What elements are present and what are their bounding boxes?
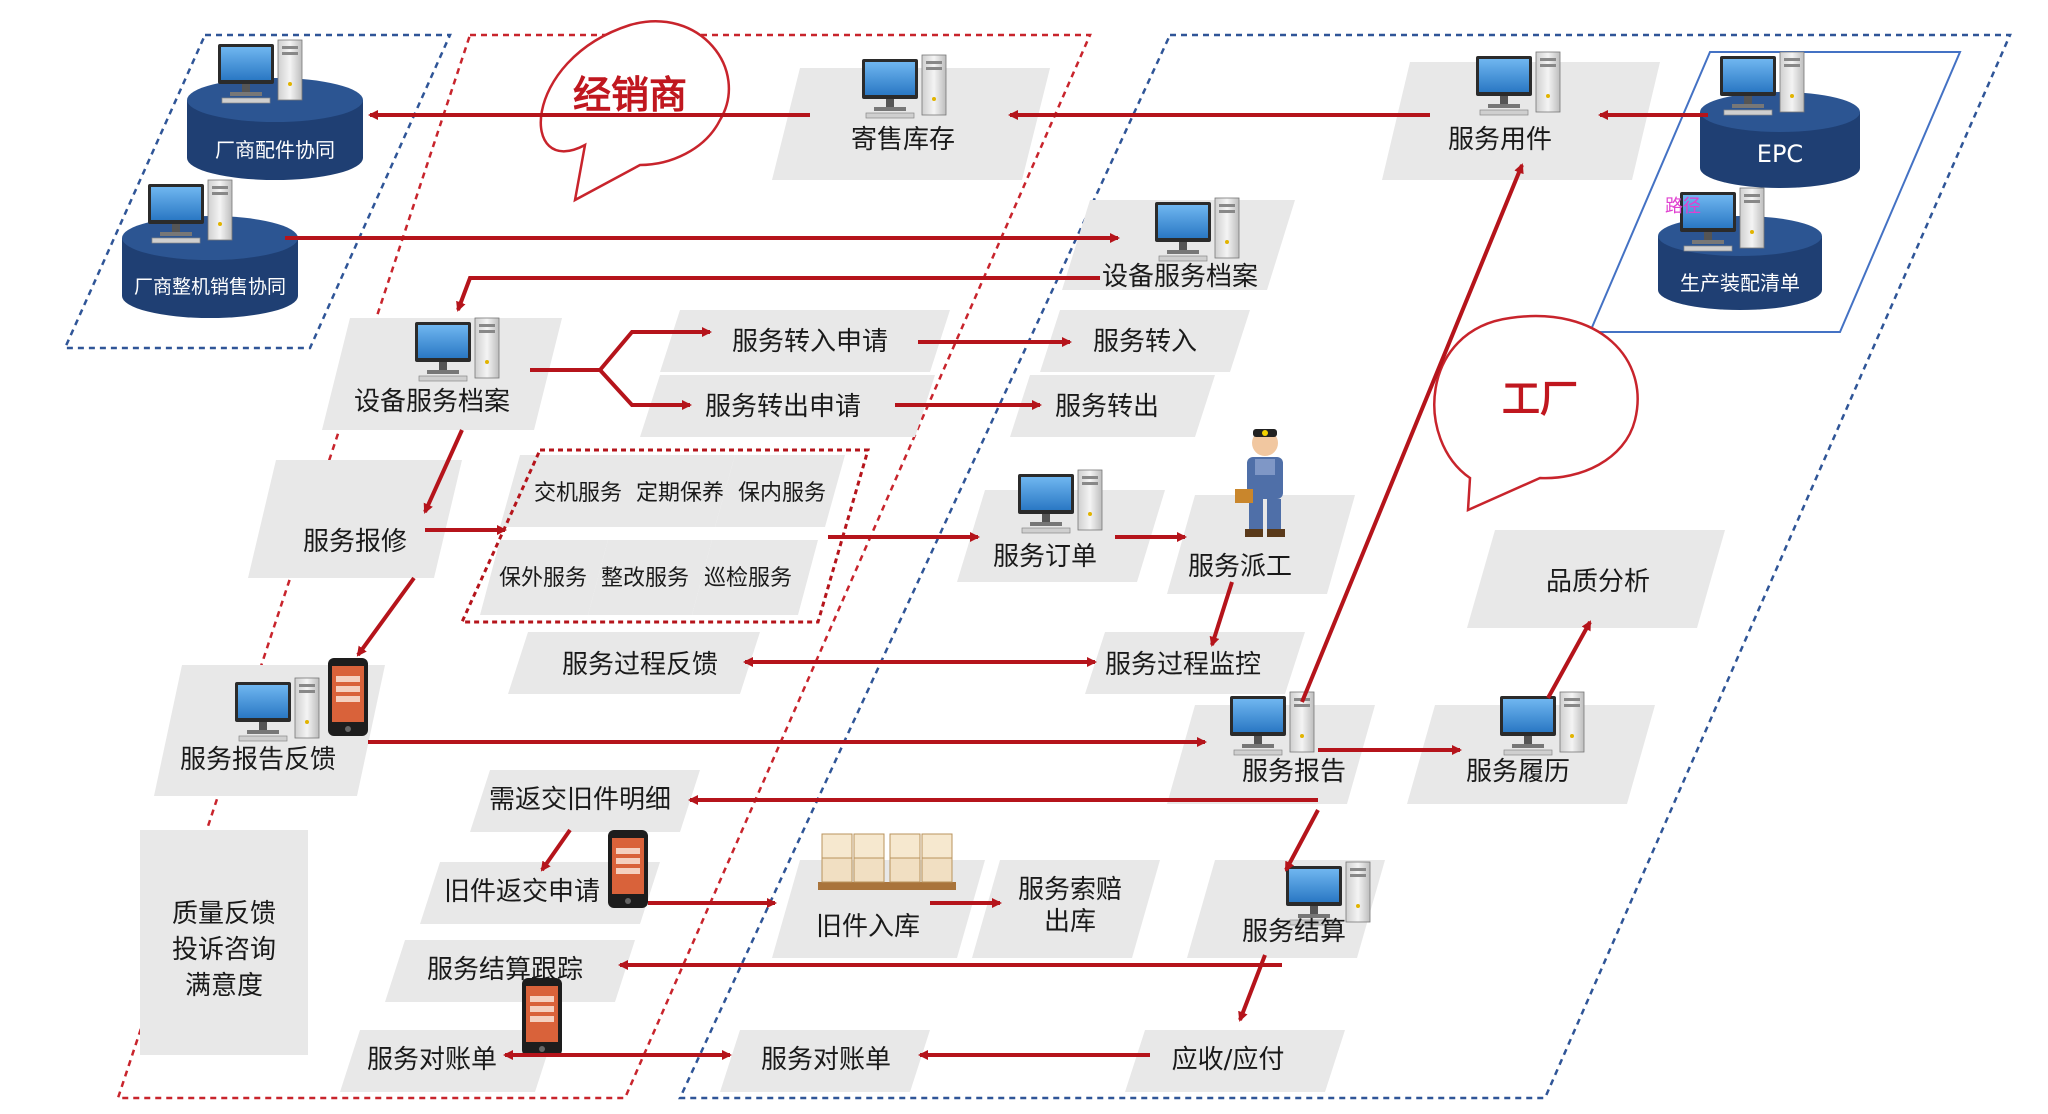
- equip-file-top-label: 设备服务档案: [1102, 262, 1258, 292]
- svc-handover-label: 交机服务: [534, 481, 622, 506]
- quality-analysis-label: 品质分析: [1546, 567, 1650, 597]
- epc-label: EPC: [1757, 140, 1803, 168]
- prod-bom-label: 生产装配清单: [1680, 271, 1800, 295]
- service-parts-label: 服务用件: [1448, 125, 1552, 155]
- computer-icon: [1017, 469, 1103, 534]
- svc-warranty-out-label: 保外服务: [499, 566, 587, 591]
- service-history-label: 服务履历: [1466, 757, 1570, 787]
- return-detail-label: 需返交旧件明细: [489, 785, 671, 815]
- process-feedback-label: 服务过程反馈: [562, 650, 718, 680]
- dispatch-label: 服务派工: [1188, 552, 1292, 582]
- quality-feedback-label: 质量反馈: [172, 899, 276, 929]
- factory-bubble-label: 工厂: [1502, 377, 1578, 421]
- computer-icon: [234, 677, 320, 742]
- settlement-label: 服务结算: [1242, 917, 1346, 947]
- claim-out-label-2: 出库: [1044, 907, 1096, 937]
- svc-inspect-label: 巡检服务: [704, 566, 792, 591]
- stmt-left-label: 服务对账单: [367, 1045, 497, 1075]
- return-apply-label: 旧件返交申请: [444, 877, 600, 907]
- speech-bubble-icon: 工厂: [1433, 314, 1639, 512]
- service-order-label: 服务订单: [993, 542, 1097, 572]
- service-repair-label: 服务报修: [303, 527, 407, 557]
- computer-icon: [1154, 197, 1240, 262]
- computer-icon: [147, 179, 233, 244]
- claim-out-label-1: 服务索赔: [1018, 875, 1122, 905]
- prod-bom-disk: 生产装配清单: [1658, 187, 1822, 310]
- receivable-label: 应收/应付: [1172, 1045, 1285, 1075]
- smartphone-icon: [608, 830, 648, 908]
- worker-icon: [1235, 429, 1285, 537]
- process-monitor-label: 服务过程监控: [1105, 650, 1261, 680]
- mfr-vehicle-collab-disk: 厂商整机销售协同: [122, 179, 298, 318]
- old-parts-in-label: 旧件入库: [816, 912, 920, 942]
- svc-warranty-in-label: 保内服务: [738, 481, 826, 506]
- epc-highlight-box: [1588, 51, 1962, 333]
- speech-bubble-icon: 经销商: [539, 20, 731, 203]
- transfer-in-label: 服务转入: [1093, 327, 1197, 357]
- stmt-mid-label: 服务对账单: [761, 1045, 891, 1075]
- dealer-bubble-label: 经销商: [573, 73, 687, 117]
- computer-icon: [1475, 51, 1561, 116]
- computer-icon: [1499, 691, 1585, 756]
- manufacturer-collab-region: [63, 33, 452, 350]
- label-plates: [140, 62, 1725, 1092]
- mfr-parts-collab-disk: 厂商配件协同: [187, 39, 363, 180]
- service-types-group: [459, 448, 870, 624]
- transfer-out-req-label: 服务转出申请: [705, 392, 861, 422]
- smartphone-icon: [522, 978, 562, 1056]
- mfr-parts-collab-label: 厂商配件协同: [215, 138, 335, 162]
- transfer-in-req-label: 服务转入申请: [732, 327, 888, 357]
- epc-disk: EPC: [1700, 51, 1860, 188]
- svc-periodic-label: 定期保养: [636, 481, 724, 506]
- computer-icon: [1285, 861, 1371, 926]
- path-label: 路径: [1665, 196, 1701, 217]
- service-report-label: 服务报告: [1242, 757, 1346, 787]
- flow-arrows: [285, 110, 1708, 1060]
- equip-file-left-label: 设备服务档案: [354, 387, 510, 417]
- complaint-consult-label: 投诉咨询: [172, 935, 276, 965]
- consign-stock-label: 寄售库存: [851, 125, 955, 155]
- smartphone-icon: [328, 658, 368, 736]
- computer-icon: [861, 54, 947, 119]
- satisfaction-label: 满意度: [185, 971, 263, 1001]
- transfer-out-label: 服务转出: [1055, 392, 1159, 422]
- computer-icon: [1719, 51, 1805, 116]
- report-feedback-label: 服务报告反馈: [180, 745, 336, 775]
- computer-icon: [414, 317, 500, 382]
- svc-rectify-label: 整改服务: [601, 566, 689, 591]
- settle-track-label: 服务结算跟踪: [427, 955, 583, 985]
- mfr-vehicle-collab-label: 厂商整机销售协同: [134, 276, 286, 298]
- computer-icon: [217, 39, 303, 104]
